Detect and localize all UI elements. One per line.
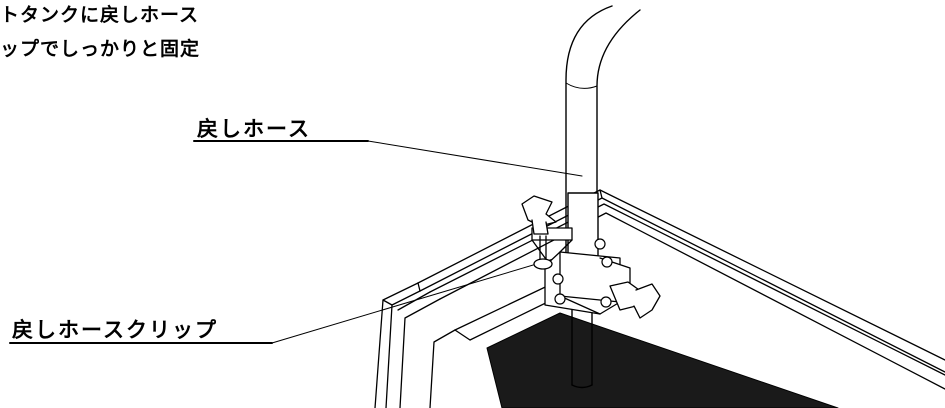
tank-frame [374,189,945,408]
black-mat [486,312,839,408]
return-hose-label: 戻しホース [197,117,311,141]
wing-knob-side [609,281,661,319]
label-underlines [9,140,369,344]
clip-bolts [552,238,613,308]
instruction-line-1: トタンクに戻しホース [0,4,200,26]
leader-lines [271,140,583,344]
return-hose-clip-label: 戻しホースクリップ [12,318,218,342]
instruction-line-2: ップでしっかりと固定 [0,38,201,60]
wing-knob-top [521,195,557,235]
